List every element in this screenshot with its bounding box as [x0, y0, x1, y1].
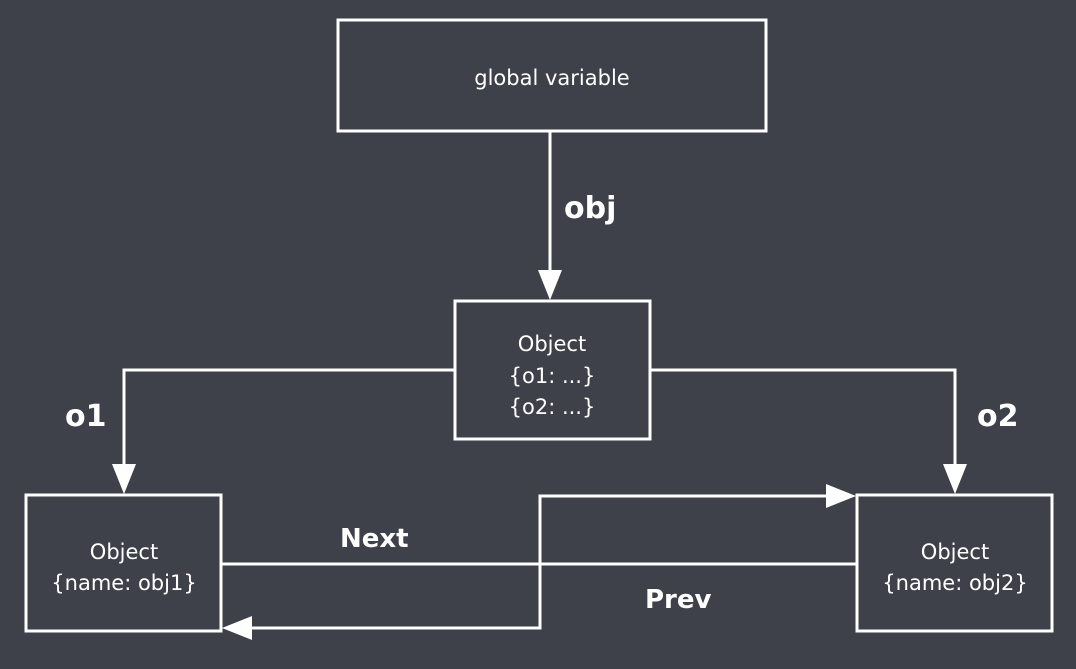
edge-prev-arrowhead — [222, 616, 252, 640]
edge-o1-line — [122, 368, 455, 478]
edge-o2-label: o2 — [977, 399, 1018, 434]
edge-prev-label: Prev — [645, 585, 712, 615]
object-obj2-node: Object {name: obj2} — [855, 493, 1054, 633]
edge-o2: o2 — [650, 368, 1018, 494]
edge-o1-arrowhead — [112, 464, 136, 494]
object-obj1-line1: {name: obj1} — [51, 571, 196, 595]
object-obj2-line1: {name: obj2} — [882, 571, 1027, 595]
global-variable-node: global variable — [336, 18, 768, 133]
edge-prev-route — [238, 564, 542, 630]
edge-obj: obj — [538, 131, 616, 300]
edge-next-route — [538, 494, 840, 564]
edge-next-arrowhead — [826, 484, 856, 508]
object-obj1-title: Object — [90, 540, 158, 564]
edge-next: Next — [221, 484, 857, 566]
edge-obj-label: obj — [564, 191, 616, 226]
root-object-node: Object {o1: ...} {o2: ...} — [453, 299, 652, 441]
root-object-line1: {o1: ...} — [509, 364, 596, 388]
root-object-line2: {o2: ...} — [509, 395, 596, 419]
object-obj1-node: Object {name: obj1} — [24, 493, 223, 633]
object-obj2-title: Object — [921, 540, 989, 564]
global-variable-box — [336, 18, 768, 133]
global-variable-label: global variable — [474, 66, 629, 90]
edge-o2-arrowhead — [943, 464, 967, 494]
edge-o2-line — [650, 368, 957, 478]
edge-obj-arrowhead — [538, 270, 562, 300]
edge-o1-label: o1 — [65, 399, 106, 434]
root-object-title: Object — [518, 332, 586, 356]
edge-next-label: Next — [340, 524, 409, 554]
edge-prev: Prev — [222, 564, 712, 640]
edge-o1: o1 — [65, 368, 455, 494]
